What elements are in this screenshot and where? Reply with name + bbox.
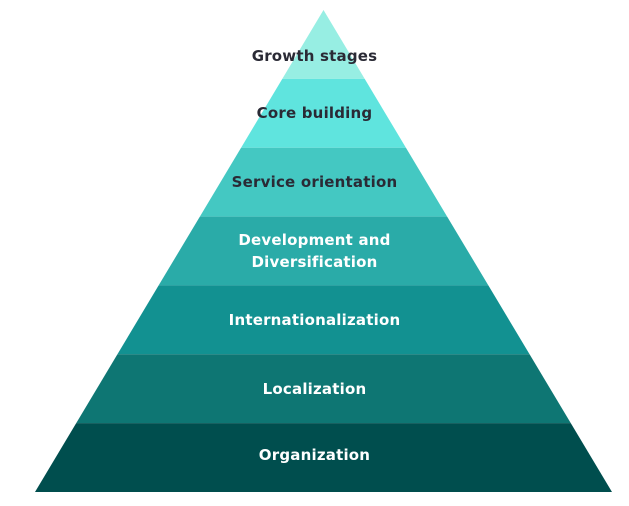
layer-label-line: Diversification [251, 253, 378, 271]
layer-label: Growth stages [251, 47, 378, 66]
layer-label: Localization [262, 379, 367, 398]
pyramid-layer-4 [158, 216, 489, 286]
pyramid-layer-7 [35, 423, 612, 492]
pyramid-layer-2 [241, 78, 406, 148]
layer-label-line: Development and [238, 231, 391, 249]
pyramid-layer-5 [117, 285, 530, 355]
layer-label: Organization [258, 445, 371, 464]
pyramid-layer-1 [282, 10, 365, 79]
pyramid-layer-3 [199, 147, 448, 217]
layer-label: Internationalization [228, 310, 401, 329]
layer-label: Core building [256, 104, 373, 123]
pyramid-layer-6 [76, 354, 571, 424]
layer-label: Service orientation [231, 173, 398, 192]
